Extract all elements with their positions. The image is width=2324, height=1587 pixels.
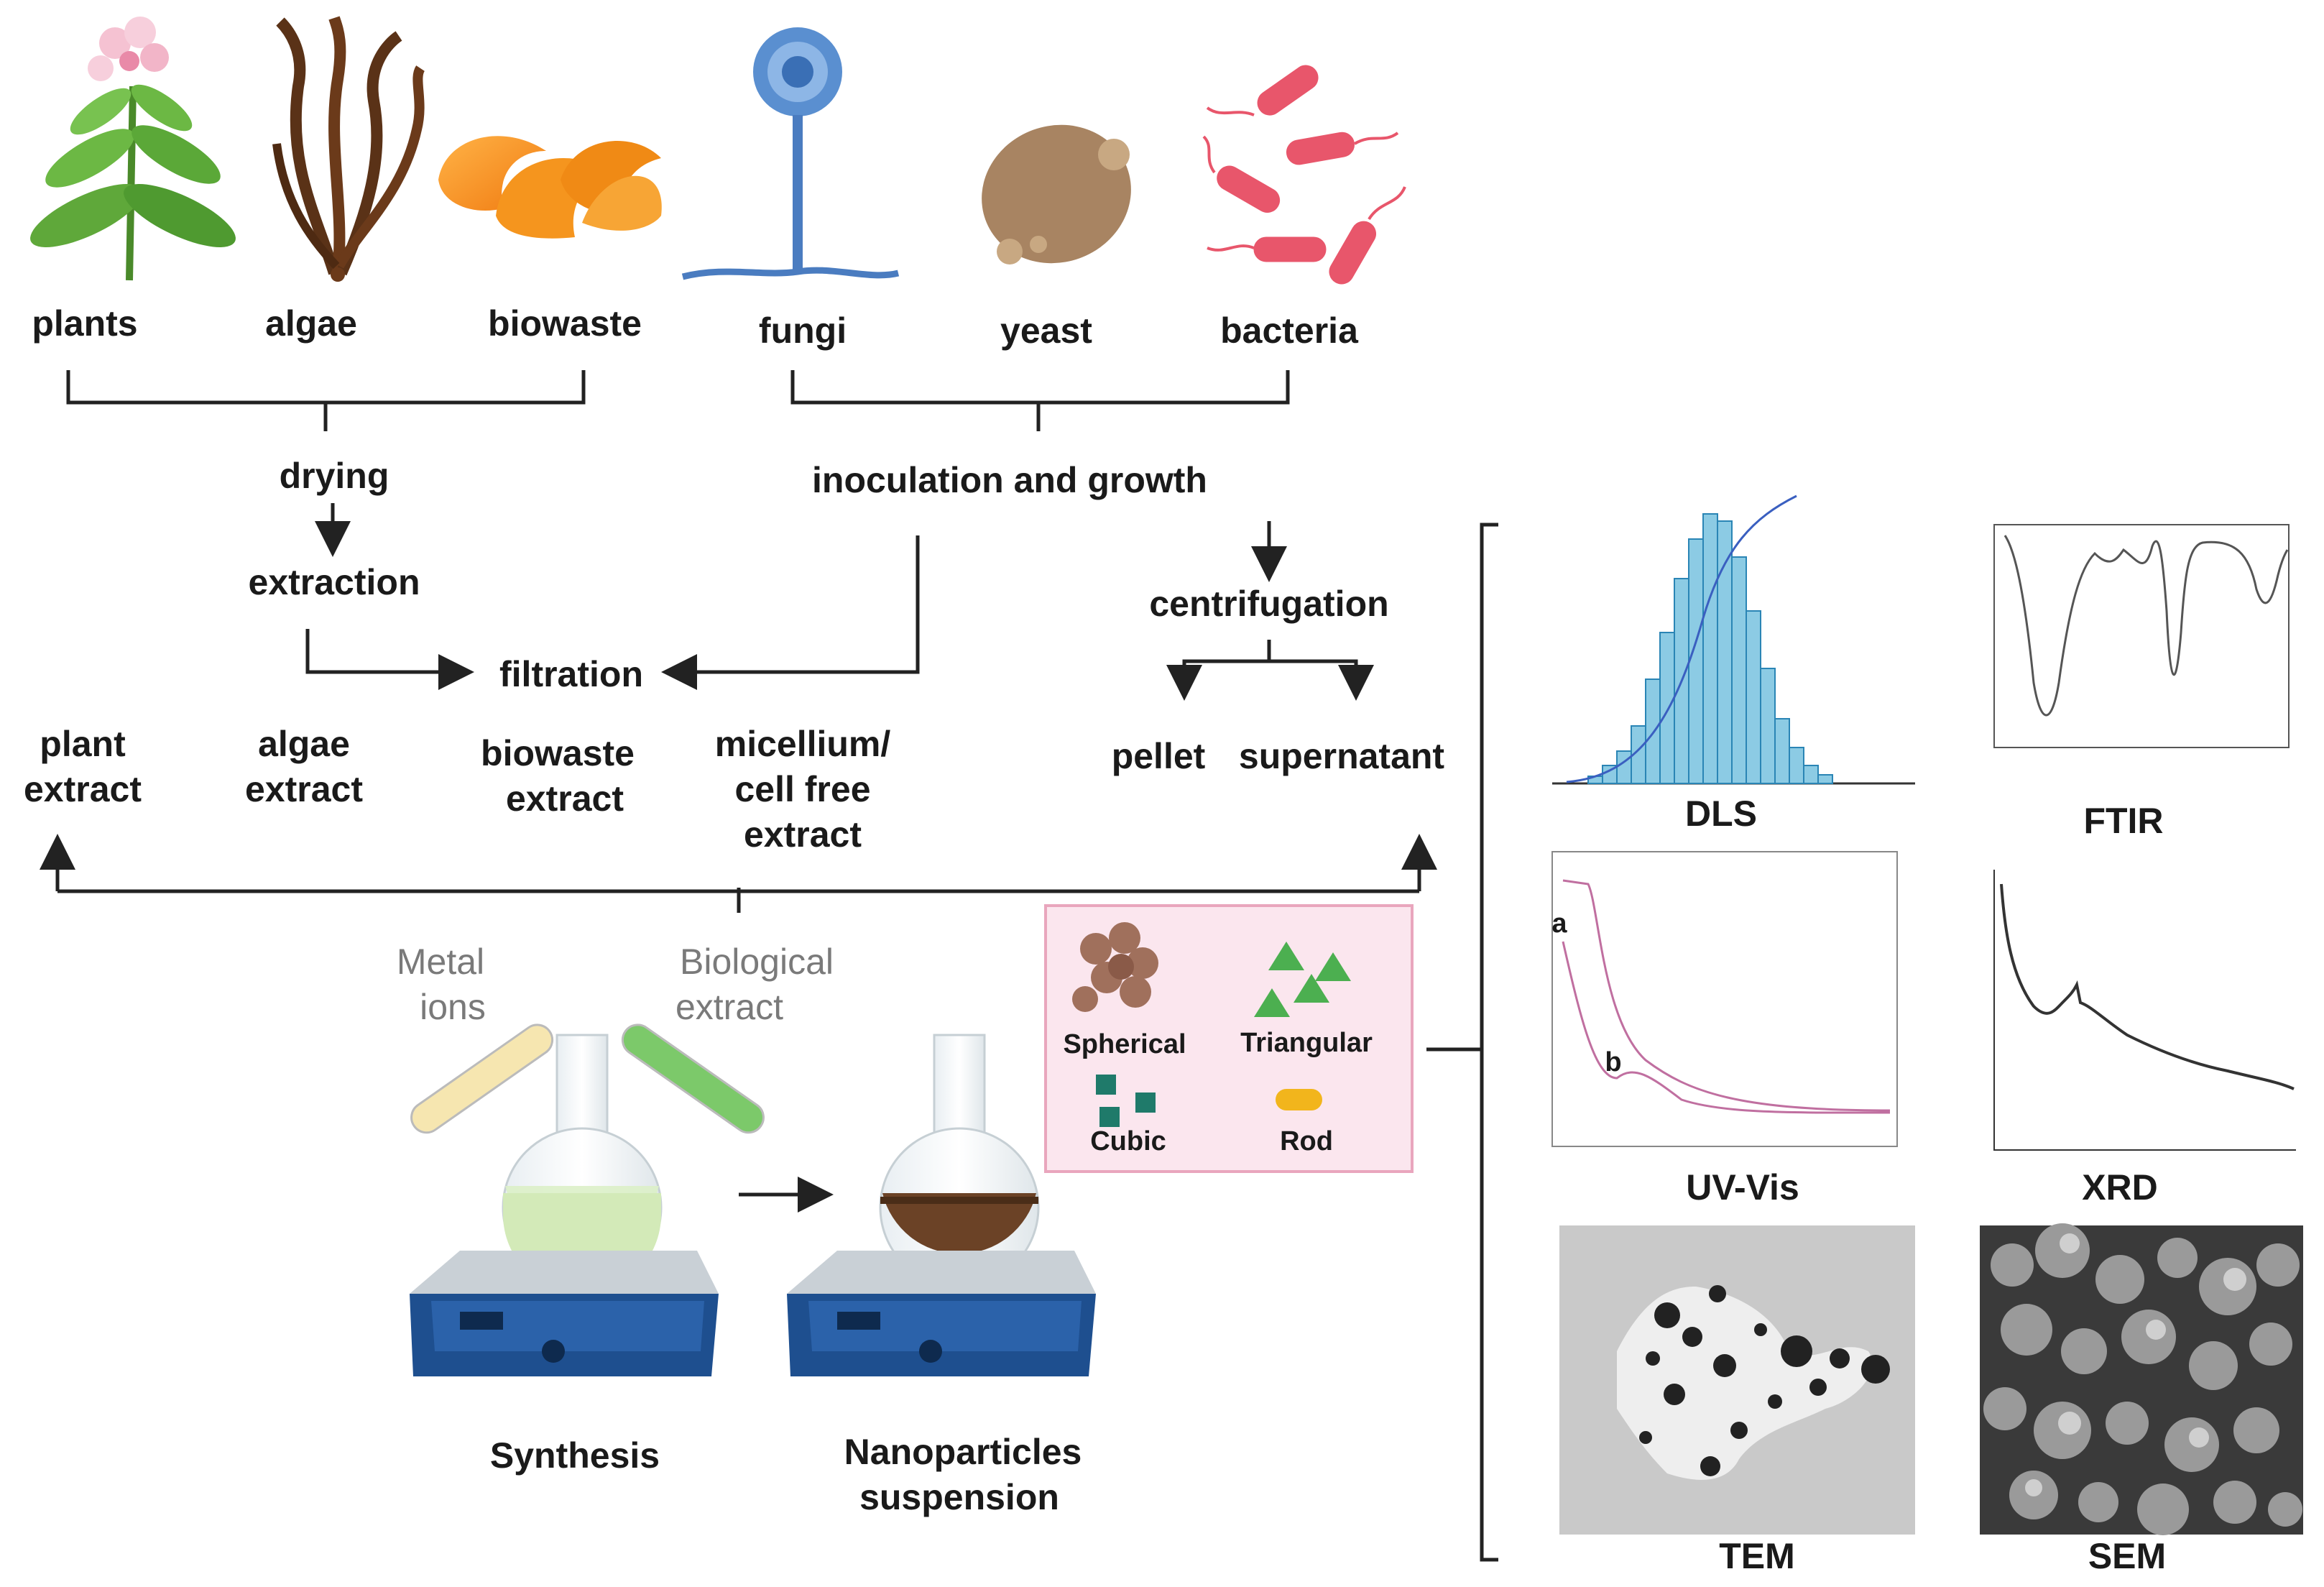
hotplate-2-icon bbox=[787, 1251, 1096, 1376]
bacteria-icon bbox=[1202, 65, 1406, 285]
biological-extract-tube-icon bbox=[621, 1024, 765, 1134]
biological-extract-line1: Biological bbox=[679, 942, 834, 982]
biological-extract-line2: extract bbox=[675, 987, 784, 1027]
uvvis-curve-a: a bbox=[1551, 908, 1567, 939]
extract-algae-line1: algae bbox=[258, 724, 350, 764]
step-inoculation: inoculation and growth bbox=[812, 460, 1207, 500]
step-filtration: filtration bbox=[499, 654, 643, 694]
char-label-tem: TEM bbox=[1719, 1536, 1795, 1576]
extract-micellium-line2: cell free bbox=[734, 769, 871, 809]
plant-icon bbox=[30, 17, 236, 281]
shape-label-triangular: Triangular bbox=[1240, 1028, 1373, 1058]
extract-biowaste-line2: extract bbox=[506, 778, 624, 819]
result-supernatant: supernatant bbox=[1238, 736, 1445, 776]
algae-icon bbox=[272, 16, 425, 282]
result-pellet: pellet bbox=[1111, 736, 1206, 776]
source-label-bacteria: bacteria bbox=[1220, 310, 1358, 351]
shape-label-cubic: Cubic bbox=[1090, 1126, 1166, 1156]
step-centrifugation: centrifugation bbox=[1149, 584, 1389, 624]
char-label-xrd: XRD bbox=[2082, 1167, 2158, 1208]
source-label-plants: plants bbox=[32, 303, 138, 344]
source-label-algae: algae bbox=[265, 303, 357, 344]
char-label-uvvis: UV-Vis bbox=[1686, 1167, 1799, 1208]
suspension-label-line1: Nanoparticles bbox=[844, 1432, 1082, 1472]
ftir-plot bbox=[1993, 524, 2290, 748]
step-drying: drying bbox=[279, 456, 389, 496]
yeast-icon bbox=[982, 124, 1131, 264]
rod-shape-icon bbox=[1276, 1089, 1322, 1110]
hotplate-1-icon bbox=[410, 1251, 719, 1376]
step-extraction: extraction bbox=[248, 562, 420, 602]
sem-image bbox=[1980, 1223, 2303, 1535]
xrd-plot bbox=[1993, 870, 2296, 1151]
source-label-yeast: yeast bbox=[1000, 310, 1092, 351]
spherical-shape-icon bbox=[1072, 922, 1158, 1012]
suspension-label-line2: suspension bbox=[859, 1477, 1059, 1517]
synthesis-label: Synthesis bbox=[489, 1435, 660, 1476]
char-label-sem: SEM bbox=[2088, 1536, 2167, 1576]
char-label-ftir: FTIR bbox=[2083, 801, 2164, 841]
extract-algae-line2: extract bbox=[245, 769, 363, 809]
shape-label-spherical: Spherical bbox=[1063, 1029, 1186, 1059]
triangular-shape-icon bbox=[1254, 942, 1351, 1017]
extract-micellium-line1: micellium/ bbox=[714, 724, 891, 764]
orange-peel-icon bbox=[438, 136, 662, 239]
source-label-biowaste: biowaste bbox=[488, 303, 642, 344]
extract-biowaste-line1: biowaste bbox=[481, 733, 635, 773]
shape-label-rod: Rod bbox=[1280, 1126, 1333, 1156]
source-label-fungi: fungi bbox=[758, 310, 847, 351]
uvvis-curve-b: b bbox=[1605, 1047, 1622, 1077]
uvvis-plot bbox=[1551, 851, 1898, 1147]
extract-micellium-line3: extract bbox=[744, 814, 862, 855]
extract-plant-line1: plant bbox=[40, 724, 126, 764]
metal-ions-line2: ions bbox=[420, 987, 486, 1027]
dls-plot bbox=[1552, 494, 1915, 785]
extract-plant-line2: extract bbox=[24, 769, 142, 809]
char-label-dls: DLS bbox=[1685, 794, 1757, 834]
flow-connectors bbox=[40, 370, 1498, 1562]
fungi-icon bbox=[681, 27, 900, 280]
metal-ions-tube-icon bbox=[410, 1024, 554, 1134]
cubic-shape-icon bbox=[1096, 1075, 1156, 1127]
metal-ions-line1: Metal bbox=[396, 942, 485, 982]
tem-image bbox=[1559, 1225, 1915, 1535]
flask-dark-icon bbox=[879, 1034, 1040, 1288]
